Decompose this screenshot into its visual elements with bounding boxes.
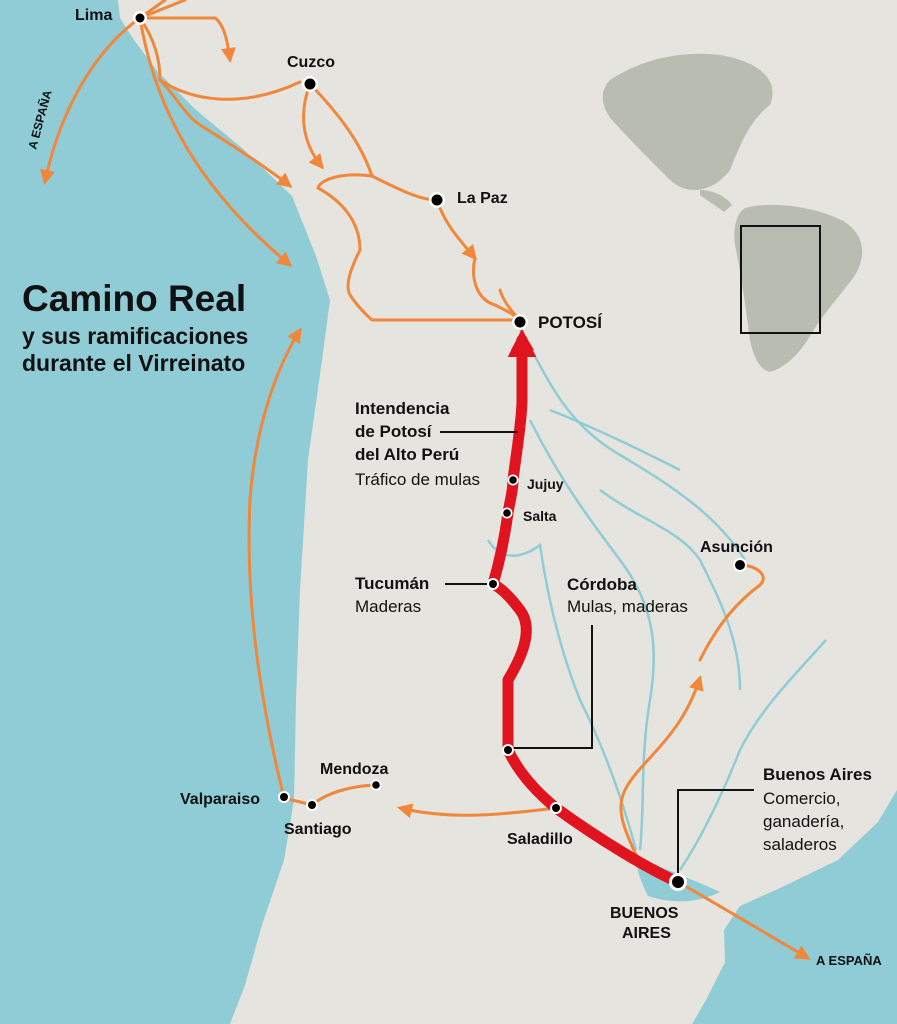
label-cordoba: Córdoba [567, 575, 637, 594]
label-lima: Lima [75, 7, 112, 24]
annotation-cordoba-desc: Mulas, maderas [567, 597, 688, 616]
label-asuncion: Asunción [700, 539, 773, 556]
label-buenos-aires-line2: AIRES [622, 925, 671, 942]
leader-lines [440, 431, 754, 880]
secondary-routes [40, 0, 811, 960]
annotation-buenos-aires-line1: Comercio, [763, 789, 840, 808]
label-potosi: POTOSÍ [538, 313, 603, 332]
annotation-buenos-aires-line3: saladeros [763, 835, 837, 854]
annotation-intendencia-line1: Intendencia [355, 399, 450, 418]
rivers [486, 329, 827, 871]
map-subtitle-line2: durante el Virreinato [22, 350, 245, 376]
label-santiago: Santiago [284, 821, 352, 838]
inset-highlight-box [740, 225, 821, 334]
label-valparaiso: Valparaiso [180, 791, 260, 808]
label-jujuy: Jujuy [527, 476, 564, 492]
annotation-intendencia-line3: del Alto Perú [355, 445, 459, 464]
label-salta: Salta [523, 508, 557, 524]
annotation-buenos-aires-title: Buenos Aires [763, 765, 872, 784]
label-buenos-aires-line1: BUENOS [610, 905, 679, 922]
label-mendoza: Mendoza [320, 761, 389, 778]
label-saladillo: Saladillo [507, 831, 573, 848]
annotation-intendencia-line2: de Potosí [355, 422, 433, 441]
label-a-espana-ba: A ESPAÑA [816, 953, 882, 968]
label-la-paz: La Paz [457, 190, 508, 207]
label-cuzco: Cuzco [287, 54, 335, 71]
annotation-buenos-aires-line2: ganadería, [763, 812, 844, 831]
label-tucuman: Tucumán [355, 574, 429, 593]
annotation-tucuman-desc: Maderas [355, 597, 421, 616]
annotation-trafico: Tráfico de mulas [355, 470, 480, 489]
inset-americas-map [602, 53, 863, 372]
city-markers [133, 11, 747, 891]
map-subtitle-line1: y sus ramificaciones [22, 323, 248, 349]
camino-real-arrowhead [511, 330, 534, 350]
map-title: Camino Real [22, 278, 246, 319]
